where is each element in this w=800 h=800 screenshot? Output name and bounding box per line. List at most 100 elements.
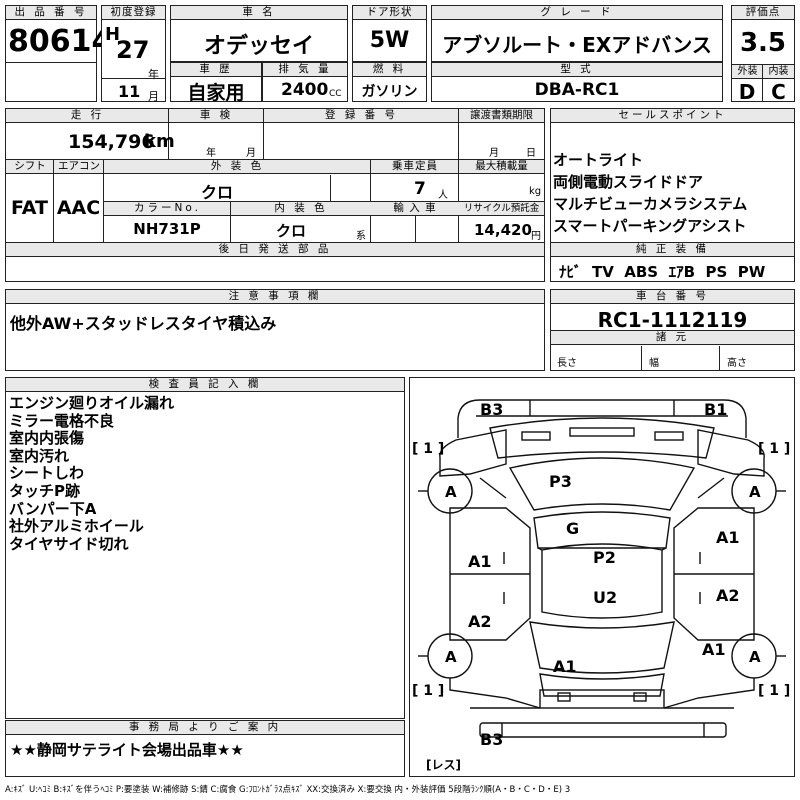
label-1-tr: [ 1 ] — [758, 441, 791, 457]
model-label: 型 式 — [432, 63, 722, 77]
model-box: 型 式 DBA-RC1 — [431, 62, 723, 102]
int-color-value: クロ — [275, 222, 306, 240]
capacity-unit: 人 — [438, 190, 448, 201]
year-unit: 年 — [148, 68, 159, 81]
car-name-box: 車 名 オデッセイ — [170, 5, 348, 62]
equipment-item: ｴｱB — [668, 263, 696, 281]
fuel-value: ガソリン — [361, 84, 418, 100]
body-outline — [439, 429, 507, 477]
label-1-bl: [ 1 ] — [412, 683, 445, 699]
year-num: 27 — [116, 36, 150, 64]
specs-label: 諸 元 — [551, 331, 794, 345]
grade-box: グ レ ー ド アブソルート・EXアドバンス — [431, 5, 723, 62]
score-value: 3.5 — [739, 28, 787, 58]
equipment-item: PS — [705, 263, 728, 281]
label-b3-top: B3 — [480, 400, 504, 419]
chassis-number: RC1-1112119 — [597, 308, 748, 332]
shift-label: シフト — [6, 160, 54, 174]
width-label: 幅 — [649, 358, 659, 369]
notes-box: 注 意 事 項 欄 他外AW+スタッドレスタイヤ積込み — [5, 289, 545, 371]
mileage-value: 154,796 — [68, 131, 155, 153]
hood-outline — [489, 417, 715, 459]
vehicle-info-box: 走 行 車 検 登 録 番 号 譲渡書類期限 154,796 km 年 月 月 … — [5, 108, 545, 282]
office-box: 事 務 局 よ り ご 案 内 ★★静岡サテライト会場出品車★★ — [5, 720, 405, 777]
ext-color-label: 外 装 色 — [104, 160, 371, 174]
score-label: 評価点 — [732, 6, 794, 20]
inspector-item: エンジン廻りオイル漏れ — [9, 394, 175, 412]
mileage-label: 走 行 — [6, 109, 169, 123]
label-p2: P2 — [593, 548, 616, 567]
car-diagram: B3 B1 [ 1 ] [ 1 ] [ 1 ] [ 1 ] A A A A P3… — [409, 377, 795, 777]
history-box: 車 歴 自家用 — [170, 62, 262, 104]
int-color-suffix: 系 — [356, 231, 366, 242]
equipment-item: ﾅﾋﾞ — [559, 263, 582, 281]
regno-label: 登 録 番 号 — [264, 109, 459, 123]
label-b1-top: B1 — [704, 400, 728, 419]
rear-window-outline — [529, 621, 675, 674]
label-1-tl: [ 1 ] — [412, 441, 445, 457]
capacity-value: 7 — [414, 179, 426, 199]
first-reg-label: 初度登録 — [102, 6, 165, 20]
inspector-item: 室内汚れ — [9, 446, 70, 465]
inspector-item: 社外アルミホイール — [9, 517, 144, 536]
capacity-label: 乗車定員 — [371, 160, 459, 174]
label-p3: P3 — [549, 472, 572, 491]
car-name: オデッセイ — [203, 34, 314, 59]
legend-text: A:ｷｽﾞ U:ﾍｺﾐ B:ｷｽﾞを伴うﾍｺﾐ P:要塗装 W:補修跡 S:錆 … — [5, 785, 571, 795]
inspection-month: 月 — [246, 148, 256, 159]
tire-label-rr: A — [749, 648, 761, 666]
chassis-label: 車 台 番 号 — [551, 290, 794, 304]
height-label: 高さ — [727, 358, 747, 369]
color-no-label: カラーNo. — [104, 202, 231, 216]
notes-label: 注 意 事 項 欄 — [6, 290, 544, 304]
front-bumper-outline — [457, 399, 747, 438]
exterior-value: D — [738, 80, 756, 104]
sales-box: セールスポイント オートライト 両側電動スライドドア マルチビューカメラシステム… — [550, 108, 795, 282]
interior-value: C — [771, 80, 786, 104]
mileage-unit: km — [144, 131, 175, 152]
inspection-year: 年 — [206, 148, 216, 159]
equipment-label: 純 正 装 備 — [551, 243, 794, 257]
lot-box: 出 品 番 号 80614 — [5, 5, 113, 102]
tire-label-fl: A — [445, 483, 457, 501]
parts-label: 後 日 発 送 部 品 — [6, 243, 544, 257]
label-b3-bottom: B3 — [480, 730, 504, 749]
transfer-day: 日 — [526, 148, 536, 159]
tire-label-rl: A — [445, 648, 457, 666]
inspection-label: 車 検 — [169, 109, 264, 123]
interior-label: 内装 — [763, 65, 794, 79]
tire-label-fr: A — [749, 483, 761, 501]
sales-label: セールスポイント — [551, 109, 794, 123]
label-a2-right: A2 — [716, 586, 740, 605]
office-label: 事 務 局 よ り ご 案 内 — [6, 721, 404, 735]
label-1-br: [ 1 ] — [758, 683, 791, 699]
sales-point: スマートパーキングアシスト — [553, 217, 747, 235]
inspector-item: タイヤサイド切れ — [9, 534, 129, 553]
equipment-item: TV — [591, 263, 614, 281]
lot-number: 80614 — [8, 24, 113, 59]
displacement-label: 排 気 量 — [263, 63, 347, 77]
inspector-item: 室内内張傷 — [9, 429, 85, 448]
inspector-box: 検 査 員 記 入 欄 エンジン廻りオイル漏れ ミラー電格不良 室内内張傷 室内… — [5, 377, 405, 719]
car-name-label: 車 名 — [171, 6, 347, 20]
transfer-month: 月 — [489, 148, 499, 159]
inspector-item: バンパー下A — [9, 499, 97, 518]
history-label: 車 歴 — [171, 63, 261, 77]
ext-color-value: クロ — [200, 183, 233, 202]
notes-text: 他外AW+スタッドレスタイヤ積込み — [10, 314, 277, 333]
roof-outline — [533, 511, 671, 549]
equipment-item: ABS — [624, 263, 659, 281]
recycle-label: リサイクル預託金 — [459, 202, 544, 216]
recycle-unit: 円 — [531, 231, 541, 242]
label-g: G — [566, 519, 580, 538]
label-a1-right: A1 — [716, 528, 740, 547]
history-value: 自家用 — [187, 82, 245, 104]
month-unit: 月 — [148, 90, 159, 103]
grade-value: アブソルート・EXアドバンス — [442, 33, 712, 57]
recycle-value: 14,420 — [474, 221, 532, 239]
inspector-item: シートしわ — [9, 464, 85, 483]
office-text: ★★静岡サテライト会場出品車★★ — [10, 741, 244, 759]
label-a1-rear-right: A1 — [702, 640, 726, 659]
inspector-label: 検 査 員 記 入 欄 — [6, 378, 404, 392]
shift-value: FAT — [11, 197, 48, 219]
